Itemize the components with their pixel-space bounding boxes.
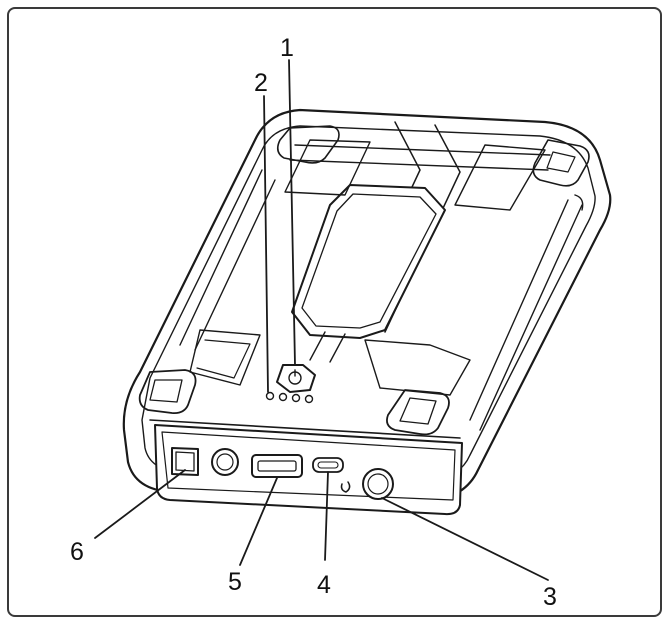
led-indicator	[291, 393, 301, 403]
leader-line-4	[324, 471, 329, 561]
figure-frame	[7, 7, 662, 617]
led-indicator	[278, 392, 288, 402]
callout-5: 5	[228, 568, 242, 596]
top-band	[289, 144, 551, 171]
lower-strap	[309, 331, 346, 363]
right-rail	[469, 194, 584, 431]
power-button	[276, 364, 316, 393]
leader-line-2	[263, 95, 269, 393]
top-face-front-edge	[149, 419, 461, 439]
small-hook	[340, 481, 351, 493]
callout-1: 1	[280, 34, 294, 62]
corner-slot-top-right	[532, 139, 590, 187]
callout-2: 2	[254, 69, 268, 97]
port-3-light	[362, 468, 394, 500]
led-indicators	[265, 391, 314, 404]
corner-slot-bottom-right	[386, 389, 450, 436]
callout-4: 4	[317, 571, 331, 599]
left-rail	[179, 169, 276, 351]
upper-left-band	[284, 139, 371, 196]
leader-line-1	[288, 59, 296, 366]
right-pad	[364, 339, 471, 396]
leader-line-6	[94, 469, 186, 539]
port-5-usb	[251, 454, 303, 478]
leader-line-3	[381, 497, 549, 581]
upper-right-band	[454, 144, 546, 211]
corner-slot-top-left	[276, 125, 340, 164]
corner-slot-bottom-left	[138, 369, 197, 414]
port-6-shape	[171, 447, 199, 476]
top-strap	[344, 121, 461, 333]
callout-3: 3	[543, 583, 557, 611]
led-indicator	[265, 391, 275, 401]
led-indicator	[304, 394, 314, 404]
round-port-left	[211, 448, 239, 476]
left-pad	[189, 329, 261, 386]
center-panel	[291, 184, 446, 339]
leader-line-5	[239, 477, 278, 566]
callout-6: 6	[70, 538, 84, 566]
